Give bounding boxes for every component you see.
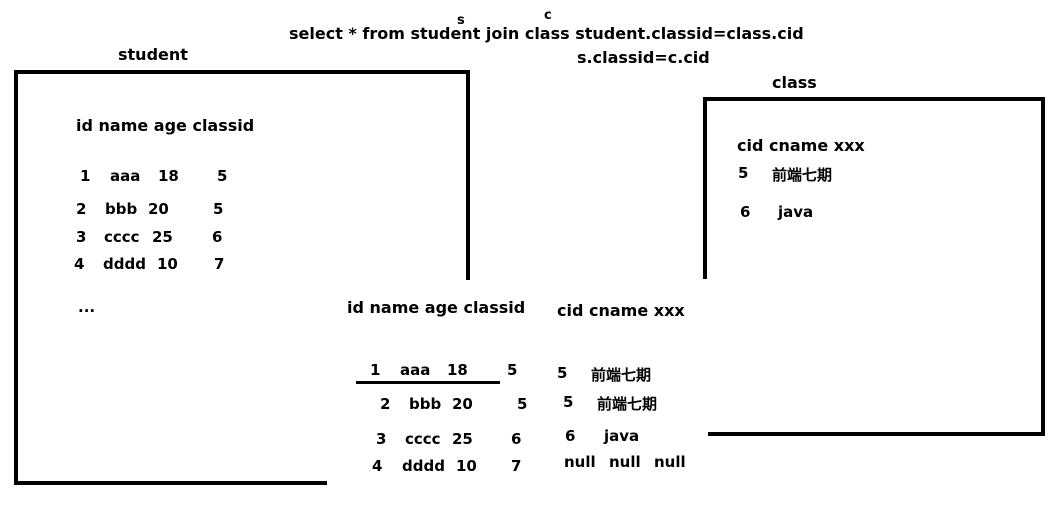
result-row-classid: 5 [517, 395, 528, 413]
result-row-id: 4 [372, 457, 383, 475]
student-row-name: aaa [110, 167, 141, 185]
query-line-2: s.classid=c.cid [577, 48, 710, 67]
student-row-id: 3 [76, 228, 87, 246]
class-box-bottom-edge [708, 432, 1045, 436]
result-row-cid: 5 [563, 393, 574, 411]
result-row-name: bbb [409, 395, 442, 413]
result-row-cid: null [564, 453, 596, 471]
student-row-age: 18 [158, 167, 179, 185]
student-row-id: 4 [74, 255, 85, 273]
result-row-age: 25 [452, 430, 473, 448]
result-row-cid: 5 [557, 364, 568, 382]
class-box [703, 97, 1045, 436]
student-row-classid: 5 [213, 200, 224, 218]
result-row-name: dddd [402, 457, 445, 475]
student-row-age: 25 [152, 228, 173, 246]
result-row-id: 3 [376, 430, 387, 448]
student-row-classid: 6 [212, 228, 223, 246]
student-row-id: 1 [80, 167, 91, 185]
class-row-cid: 6 [740, 203, 751, 221]
result-row-age: 20 [452, 395, 473, 413]
result-row-age: 10 [456, 457, 477, 475]
student-box-bottom-edge [14, 481, 327, 485]
class-row-cid: 5 [738, 164, 749, 182]
result-row-classid: 6 [511, 430, 522, 448]
result-right-header: cid cname xxx [557, 301, 685, 320]
student-box [14, 70, 470, 485]
student-box-right-edge [466, 70, 470, 280]
student-row-age: 10 [157, 255, 178, 273]
student-row-name: dddd [103, 255, 146, 273]
class-header: cid cname xxx [737, 136, 865, 155]
class-title: class [772, 73, 817, 92]
result-row-age: 18 [447, 361, 468, 379]
query-alias-s: s [457, 13, 465, 28]
student-row-name: cccc [104, 228, 140, 246]
class-row-cname: java [778, 203, 814, 221]
result-row-classid: 7 [511, 457, 522, 475]
student-more: ... [78, 298, 96, 316]
query-alias-c: c [544, 8, 552, 23]
result-row-cname: null [609, 453, 641, 471]
result-row-id: 1 [370, 361, 381, 379]
student-row-name: bbb [105, 200, 138, 218]
result-row-cname: 前端七期 [597, 395, 658, 413]
student-row-age: 20 [148, 200, 169, 218]
result-row-cname: java [604, 427, 640, 445]
student-row-id: 2 [76, 200, 87, 218]
result-row-cid: 6 [565, 427, 576, 445]
result-row-cname: 前端七期 [591, 366, 652, 384]
result-row-classid: 5 [507, 361, 518, 379]
result-row-name: aaa [400, 361, 431, 379]
query-line-1: select * from student join class student… [289, 24, 804, 43]
student-title: student [118, 45, 188, 64]
student-row-classid: 7 [214, 255, 225, 273]
result-left-header: id name age classid [347, 298, 526, 317]
student-row-classid: 5 [217, 167, 228, 185]
class-box-left-edge [703, 97, 707, 279]
result-row-name: cccc [405, 430, 441, 448]
result-row-id: 2 [380, 395, 391, 413]
student-header: id name age classid [76, 116, 255, 135]
result-row-xxx: null [654, 453, 686, 471]
match-underline [356, 381, 500, 384]
class-row-cname: 前端七期 [772, 166, 833, 184]
